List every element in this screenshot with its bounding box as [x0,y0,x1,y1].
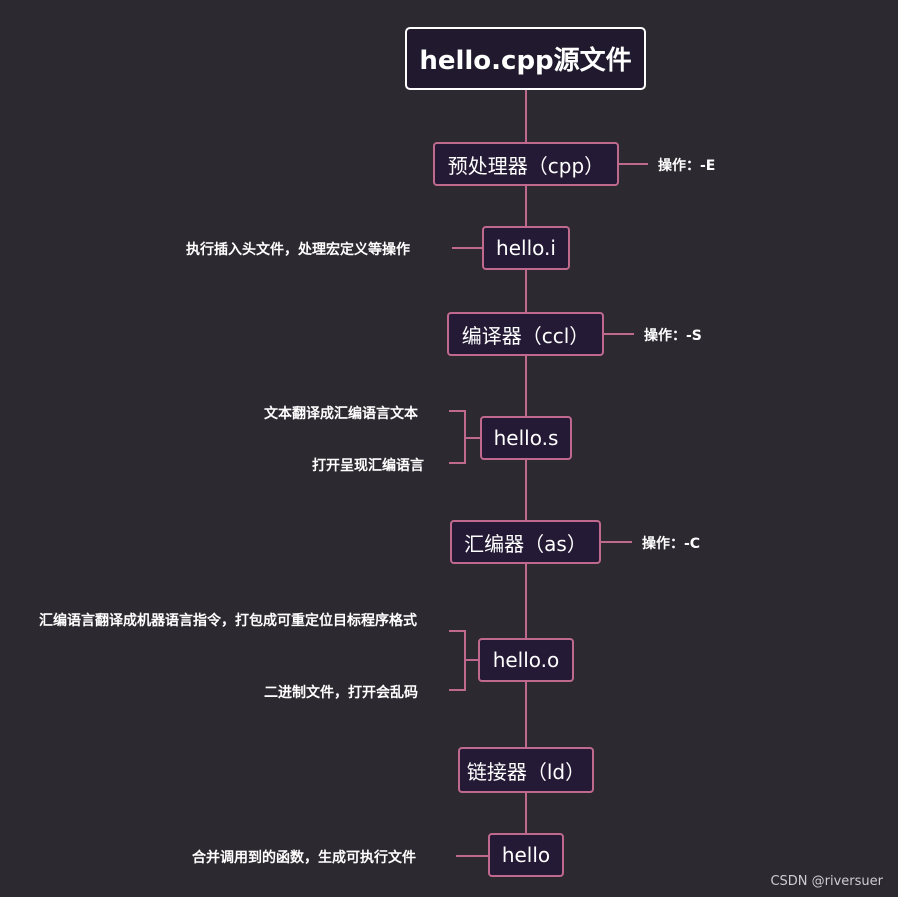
node-label: hello.o [492,648,560,672]
node-preprocessor: 预处理器（cpp） [433,142,619,186]
node-hello-s: hello.s [480,416,572,460]
node-label: hello.i [496,236,556,260]
note-as-op: 操作：-C [642,536,701,552]
node-assembler: 汇编器（as） [450,520,601,564]
note-hello: 合并调用到的函数，生成可执行文件 [192,850,416,866]
node-label: hello.s [493,426,559,450]
watermark: CSDN @riversuer [770,874,883,889]
note-hello-s-1: 文本翻译成汇编语言文本 [264,406,418,422]
node-hello: hello [488,833,564,877]
node-linker: 链接器（ld） [458,747,594,793]
note-hello-s-2: 打开呈现汇编语言 [312,458,424,474]
node-label: 汇编器（as） [464,531,587,556]
note-hello-o-2: 二进制文件，打开会乱码 [264,685,418,701]
node-compiler: 编译器（ccl） [447,312,604,356]
note-hello-i: 执行插入头文件，处理宏定义等操作 [186,242,410,258]
note-cpp-op: 操作：-E [658,158,716,174]
node-hello-i: hello.i [482,226,570,270]
note-ccl-op: 操作：-S [644,328,702,344]
node-label: 预处理器（cpp） [447,153,605,178]
node-hello-o: hello.o [478,638,574,682]
hello-s-bracket [449,410,480,464]
node-label: hello [501,843,551,867]
note-hello-o-1: 汇编语言翻译成机器语言指令，打包成可重定位目标程序格式 [39,613,417,629]
root-label: hello.cpp源文件 [419,46,632,76]
hello-o-bracket [449,630,478,691]
node-label: 链接器（ld） [466,759,586,784]
root-node: hello.cpp源文件 [405,27,646,90]
node-label: 编译器（ccl） [461,323,590,348]
